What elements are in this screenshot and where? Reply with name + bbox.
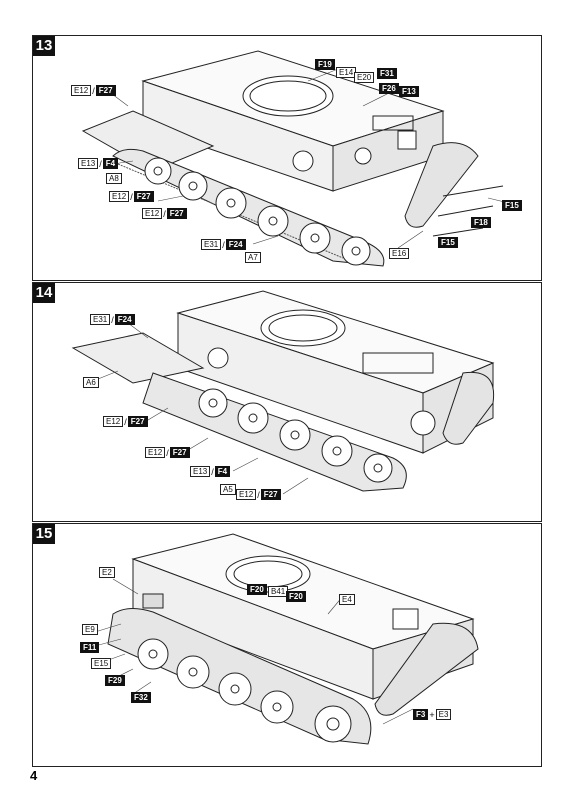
separator: / xyxy=(166,447,169,458)
part-code: E15 xyxy=(91,658,112,669)
part-code: E9 xyxy=(82,624,98,635)
step-15-panel: 15 xyxy=(32,523,542,767)
step-number: 14 xyxy=(33,283,55,303)
callout-f15: F15 xyxy=(438,237,458,248)
separator: / xyxy=(257,489,260,500)
callout-e12-f27: E12/F27 xyxy=(236,489,281,500)
callout-f19: F19 xyxy=(315,59,335,70)
step-number: 15 xyxy=(33,524,55,544)
separator: + xyxy=(429,709,435,720)
tank-hull-illustration xyxy=(71,290,495,495)
page-number: 4 xyxy=(30,768,38,783)
part-code: F32 xyxy=(131,692,151,703)
callout-e9: E9 xyxy=(82,624,98,635)
callout-e31-f24: E31/F24 xyxy=(90,314,135,325)
part-code: F4 xyxy=(102,158,119,169)
callout-f15: F15 xyxy=(502,200,522,211)
part-code: E31 xyxy=(90,314,111,325)
part-code: E12 xyxy=(71,85,92,96)
part-code: E13 xyxy=(78,158,99,169)
separator: / xyxy=(99,158,102,169)
part-code: F3 xyxy=(413,709,429,720)
part-code: F20 xyxy=(247,584,267,595)
part-code: A7 xyxy=(245,252,261,263)
part-code: F19 xyxy=(315,59,335,70)
part-code: F26 xyxy=(379,83,399,94)
part-code: A8 xyxy=(106,173,122,184)
part-code: E12 xyxy=(145,447,166,458)
callout-e12-f27: E12/F27 xyxy=(109,191,154,202)
callout-a6: A6 xyxy=(83,377,99,388)
callout-f32: F32 xyxy=(131,692,151,703)
separator: / xyxy=(124,416,127,427)
callout-e13-f4: E13/F4 xyxy=(78,158,119,169)
callout-e4: E4 xyxy=(339,594,355,605)
separator: / xyxy=(211,466,214,477)
separator: / xyxy=(130,191,133,202)
callout-a5: A5 xyxy=(220,484,236,495)
part-code: F27 xyxy=(169,447,190,458)
part-code: E12 xyxy=(103,416,124,427)
callout-e16: E16 xyxy=(389,248,410,259)
part-code: E12 xyxy=(109,191,130,202)
callout-e2: E2 xyxy=(99,567,115,578)
part-code: F27 xyxy=(166,208,187,219)
part-code: E12 xyxy=(236,489,257,500)
part-code: E3 xyxy=(435,709,452,720)
part-code: E2 xyxy=(99,567,115,578)
part-code: E20 xyxy=(354,72,375,83)
separator: / xyxy=(163,208,166,219)
part-code: F20 xyxy=(286,591,306,602)
callout-f18: F18 xyxy=(471,217,491,228)
callout-f20: F20 xyxy=(286,591,306,602)
callout-f11: F11 xyxy=(80,642,100,653)
part-code: F27 xyxy=(133,191,154,202)
callout-f3-e3: F3+E3 xyxy=(413,709,452,720)
part-code: F27 xyxy=(95,85,116,96)
callout-e31-f24: E31/F24 xyxy=(201,239,246,250)
part-code: E16 xyxy=(389,248,410,259)
part-code: F15 xyxy=(438,237,458,248)
tank-hull-illustration xyxy=(94,533,479,745)
part-code: F4 xyxy=(214,466,231,477)
part-code: F18 xyxy=(471,217,491,228)
part-code: F31 xyxy=(377,68,397,79)
part-code: E4 xyxy=(339,594,355,605)
step-number: 13 xyxy=(33,36,55,56)
tank-hull-illustration xyxy=(81,50,514,267)
callout-f13: F13 xyxy=(399,86,419,97)
part-code: F27 xyxy=(260,489,281,500)
step-13-panel: 13 xyxy=(32,35,542,281)
part-code: E12 xyxy=(142,208,163,219)
part-code: A5 xyxy=(220,484,236,495)
callout-e12-f27: E12/F27 xyxy=(71,85,116,96)
step-14-panel: 14 xyxy=(32,282,542,522)
part-code: F13 xyxy=(399,86,419,97)
callout-e20: E20 xyxy=(354,72,375,83)
callout-e13-f4: E13/F4 xyxy=(190,466,231,477)
part-code: A6 xyxy=(83,377,99,388)
callout-e12-f27: E12/F27 xyxy=(103,416,148,427)
part-code: E13 xyxy=(190,466,211,477)
callout-f31: F31 xyxy=(377,68,397,79)
callout-e15: E15 xyxy=(91,658,112,669)
separator: / xyxy=(222,239,225,250)
separator: / xyxy=(111,314,114,325)
part-code: F15 xyxy=(502,200,522,211)
part-code: E31 xyxy=(201,239,222,250)
callout-e12-f27: E12/F27 xyxy=(142,208,187,219)
callout-a8: A8 xyxy=(106,173,122,184)
part-code: F24 xyxy=(114,314,135,325)
callout-a7: A7 xyxy=(245,252,261,263)
part-code: F27 xyxy=(127,416,148,427)
part-code: F11 xyxy=(80,642,100,653)
callout-f20: F20 xyxy=(247,584,267,595)
part-code: F24 xyxy=(225,239,246,250)
part-code: F29 xyxy=(105,675,125,686)
callout-f26: F26 xyxy=(379,83,399,94)
callout-f29: F29 xyxy=(105,675,125,686)
callout-e12-f27: E12/F27 xyxy=(145,447,190,458)
separator: / xyxy=(92,85,95,96)
